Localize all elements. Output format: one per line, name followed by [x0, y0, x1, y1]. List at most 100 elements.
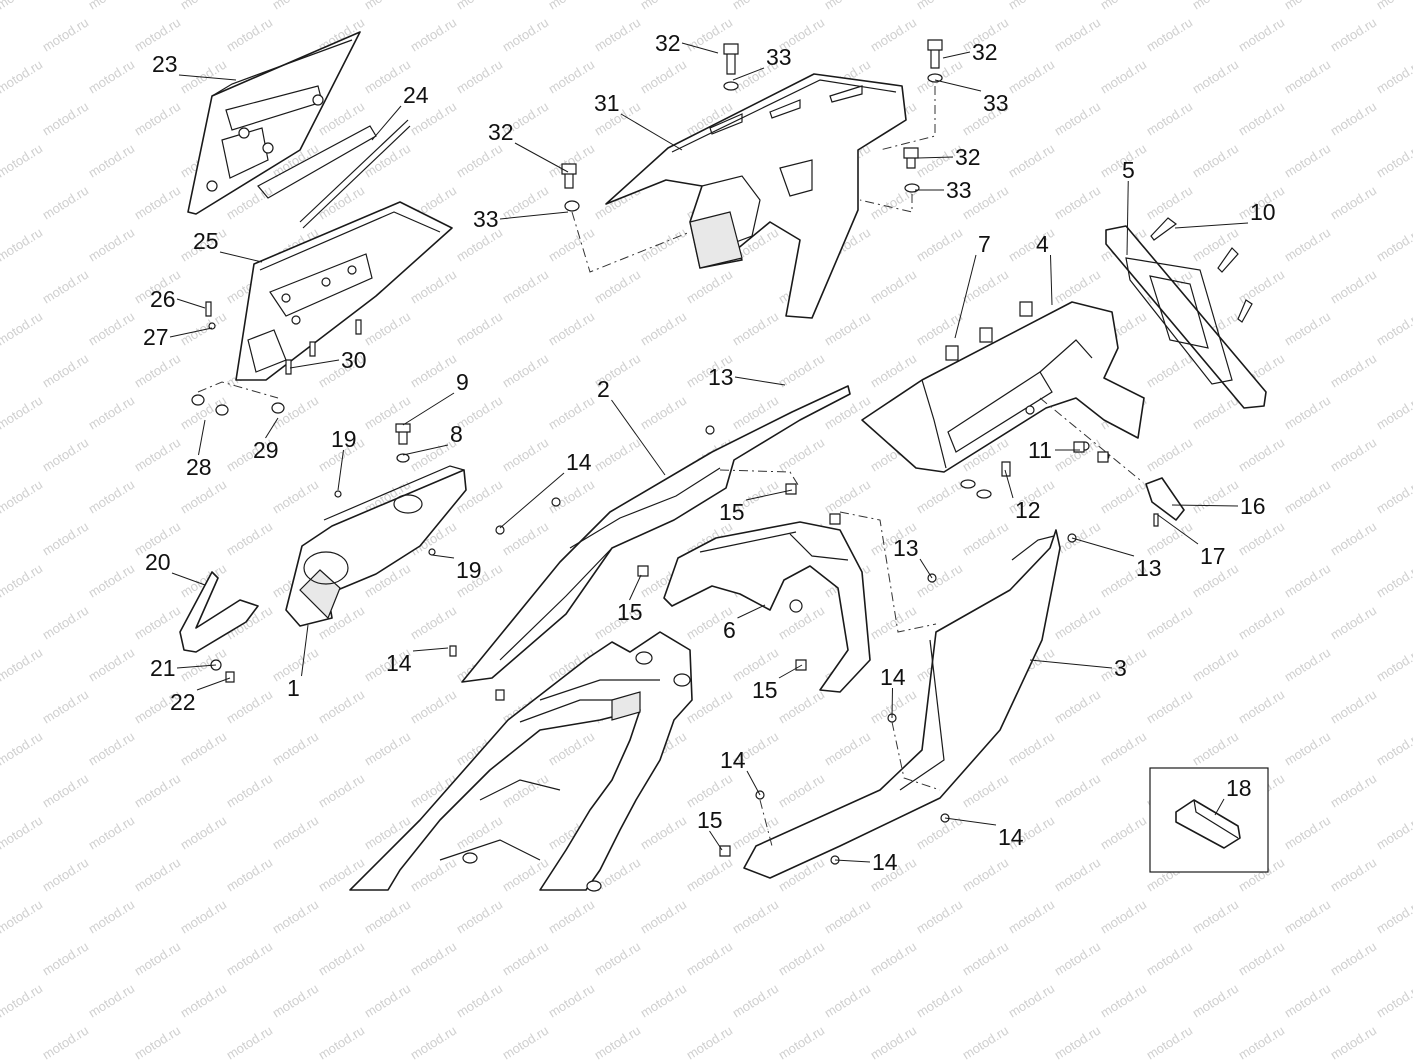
- watermark-text: motod.ru: [914, 981, 965, 1021]
- watermark-text: motod.ru: [362, 141, 413, 181]
- watermark-text: motod.ru: [1328, 603, 1379, 643]
- watermark-text: motod.ru: [1328, 771, 1379, 811]
- watermark-text: motod.ru: [270, 813, 321, 853]
- watermark-text: motod.ru: [500, 351, 551, 391]
- watermark-text: motod.ru: [914, 897, 965, 937]
- watermark-text: motod.ru: [270, 0, 321, 13]
- callout-label: 4: [1036, 231, 1049, 257]
- watermark-text: motod.ru: [1052, 435, 1103, 475]
- watermark-text: motod.ru: [1282, 645, 1333, 685]
- callout-label: 33: [946, 177, 972, 203]
- parts-11-12-16-17: [960, 397, 1185, 527]
- watermark-text: motod.ru: [1098, 57, 1149, 97]
- watermark-text: motod.ru: [500, 939, 551, 979]
- callout-label: 15: [697, 807, 723, 833]
- watermark-text: motod.ru: [730, 309, 781, 349]
- watermark-text: motod.ru: [592, 1023, 643, 1060]
- watermark-text: motod.ru: [638, 0, 689, 13]
- watermark-text: motod.ru: [0, 309, 45, 349]
- watermark-text: motod.ru: [776, 1023, 827, 1060]
- watermark-text: motod.ru: [0, 225, 45, 265]
- watermark-text: motod.ru: [1052, 99, 1103, 139]
- watermark-text: motod.ru: [730, 981, 781, 1021]
- callout-label: 6: [723, 617, 736, 643]
- watermark-text: motod.ru: [40, 939, 91, 979]
- part-23-tail-cover-top: [187, 31, 361, 215]
- leader-line: [917, 156, 954, 159]
- watermark-text: motod.ru: [224, 15, 275, 55]
- leader-line: [629, 574, 642, 601]
- watermark-text: motod.ru: [638, 393, 689, 433]
- watermark-text: motod.ru: [40, 99, 91, 139]
- watermark-text: motod.ru: [270, 729, 321, 769]
- watermark-text: motod.ru: [500, 267, 551, 307]
- watermark-text: motod.ru: [362, 981, 413, 1021]
- watermark-text: motod.ru: [1190, 477, 1241, 517]
- watermark-text: motod.ru: [1006, 729, 1057, 769]
- part-5-plate-bracket: [1105, 225, 1267, 409]
- watermark-text: motod.ru: [408, 15, 459, 55]
- watermark-text: motod.ru: [1144, 183, 1195, 223]
- watermark-text: motod.ru: [408, 351, 459, 391]
- watermark-text: motod.ru: [1374, 0, 1413, 13]
- watermark-text: motod.ru: [960, 267, 1011, 307]
- watermark-text: motod.ru: [408, 267, 459, 307]
- watermark-text: motod.ru: [178, 477, 229, 517]
- watermark-text: motod.ru: [1006, 981, 1057, 1021]
- watermark-text: motod.ru: [684, 771, 735, 811]
- callout-label: 13: [1136, 555, 1162, 581]
- watermark-text: motod.ru: [1052, 1023, 1103, 1060]
- watermark-text: motod.ru: [1236, 267, 1287, 307]
- leader-line: [681, 42, 719, 54]
- watermark-text: motod.ru: [1052, 939, 1103, 979]
- watermark-text: motod.ru: [1052, 771, 1103, 811]
- watermark-text: motod.ru: [546, 393, 597, 433]
- part-6-inner-fender: [663, 511, 937, 693]
- watermark-text: motod.ru: [1374, 225, 1413, 265]
- part-1-seat-lock-bracket: [285, 423, 467, 627]
- callout-label: 15: [617, 599, 643, 625]
- watermark-text: motod.ru: [638, 57, 689, 97]
- watermark-text: motod.ru: [1282, 477, 1333, 517]
- watermark-text: motod.ru: [132, 939, 183, 979]
- watermark-text: motod.ru: [1052, 15, 1103, 55]
- watermark-text: motod.ru: [454, 897, 505, 937]
- watermark-text: motod.ru: [822, 0, 873, 13]
- watermark-text: motod.ru: [1328, 183, 1379, 223]
- watermark-text: motod.ru: [638, 309, 689, 349]
- leader-line: [1126, 180, 1129, 256]
- watermark-text: motod.ru: [132, 603, 183, 643]
- watermark-text: motod.ru: [1328, 519, 1379, 559]
- watermark-text: motod.ru: [500, 435, 551, 475]
- watermark-text: motod.ru: [86, 225, 137, 265]
- callout-label: 8: [450, 421, 463, 447]
- watermark-text: motod.ru: [1282, 897, 1333, 937]
- watermark-text: motod.ru: [684, 1023, 735, 1060]
- watermark-text: motod.ru: [1328, 435, 1379, 475]
- watermark-text: motod.ru: [1328, 939, 1379, 979]
- leader-line: [176, 298, 206, 309]
- watermark-text: motod.ru: [546, 225, 597, 265]
- callout-label: 14: [566, 449, 592, 475]
- callout-label: 14: [386, 650, 412, 676]
- watermark-text: motod.ru: [1282, 141, 1333, 181]
- watermark-text: motod.ru: [316, 687, 367, 727]
- callout-label: 14: [872, 849, 898, 875]
- watermark-text: motod.ru: [1190, 897, 1241, 937]
- watermark-text: motod.ru: [1282, 561, 1333, 601]
- part-25-tail-cover-lower: [235, 201, 453, 381]
- watermark-text: motod.ru: [0, 981, 45, 1021]
- watermark-text: motod.ru: [178, 309, 229, 349]
- callout-label: 32: [972, 39, 998, 65]
- watermark-text: motod.ru: [40, 771, 91, 811]
- watermark-text: motod.ru: [0, 0, 45, 13]
- watermark-text: motod.ru: [362, 729, 413, 769]
- watermark-text: motod.ru: [0, 393, 45, 433]
- leader-line: [289, 359, 340, 369]
- watermark-text: motod.ru: [592, 435, 643, 475]
- callout-label: 29: [253, 437, 279, 463]
- watermark-text: motod.ru: [178, 813, 229, 853]
- leader-line: [1071, 537, 1135, 557]
- watermark-text: motod.ru: [1374, 981, 1413, 1021]
- leader-line: [301, 624, 309, 677]
